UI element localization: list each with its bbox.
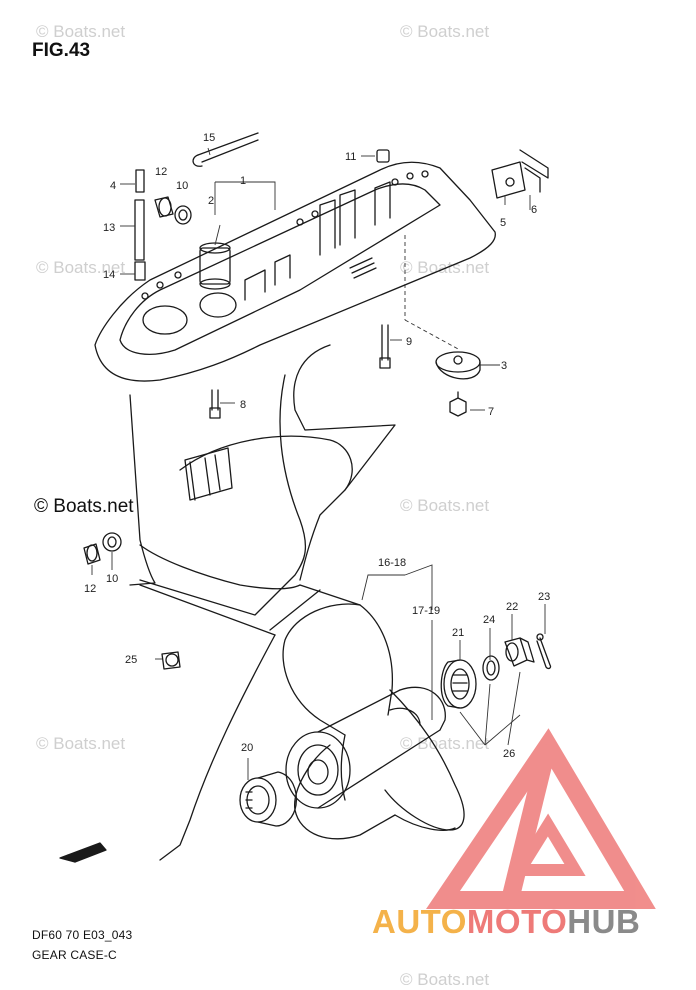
callout-10a: 10 (176, 180, 188, 192)
callout-9: 9 (406, 336, 412, 348)
part-12-plug-lower (83, 543, 101, 565)
callout-20: 20 (241, 742, 253, 754)
part-5-6-bracket (491, 149, 549, 199)
diagram-code: DF60 70 E03_043 (32, 928, 133, 942)
forward-arrow-icon (59, 842, 107, 863)
callout-13: 13 (103, 222, 115, 234)
propeller (282, 603, 465, 840)
callout-1: 1 (240, 175, 246, 187)
part-10-gasket-lower (102, 532, 122, 552)
part-9-bolt (379, 324, 391, 369)
autmotohub-logo-text: AUTOMOTOHUB (372, 903, 640, 941)
logo-part-moto: MOTO (466, 903, 568, 940)
callout-2: 2 (208, 195, 214, 207)
part-25-plug (161, 651, 181, 670)
part-12-plug-top (154, 196, 174, 218)
part-2-bushing (199, 242, 231, 290)
callout-3: 3 (501, 360, 507, 372)
diagram-title: GEAR CASE-C (32, 948, 117, 962)
watermark-3: © Boats.net (36, 258, 126, 277)
callout-4: 4 (110, 180, 116, 192)
gear-case-housing (94, 161, 496, 861)
callout-16-18: 16-18 (378, 557, 406, 569)
logo-part-auto: AUTO (372, 903, 467, 940)
callout-8: 8 (240, 399, 246, 411)
callout-26: 26 (503, 748, 515, 760)
callout-24: 24 (483, 614, 495, 626)
part-20-thrust-hub (239, 771, 298, 827)
watermark-5: © Boats.net (400, 496, 490, 515)
part-15-strap (192, 132, 259, 167)
watermark-2: © Boats.net (400, 22, 490, 41)
callout-5: 5 (500, 217, 506, 229)
callout-11: 11 (345, 151, 356, 163)
watermark-6: © Boats.net (36, 734, 126, 753)
callout-12b: 12 (84, 583, 96, 595)
callout-15: 15 (203, 132, 215, 144)
figure-title: FIG.43 (32, 40, 91, 61)
part-8-bolt (209, 389, 221, 419)
part-4-13-14-stud (134, 169, 146, 281)
part-11-dowel (376, 149, 390, 163)
part-24-washer (482, 655, 500, 681)
part-23-cotter-pin (536, 633, 552, 670)
part-21-spacer (440, 659, 477, 709)
callout-17-19: 17-19 (412, 605, 440, 617)
callout-22: 22 (506, 601, 518, 613)
autmotohub-logo-mark (426, 728, 656, 909)
callout-14: 14 (103, 269, 115, 281)
part-22-nut (504, 637, 535, 667)
callout-25: 25 (125, 654, 137, 666)
callout-23: 23 (538, 591, 550, 603)
watermark-7: © Boats.net (400, 734, 490, 753)
callout-10b: 10 (106, 573, 118, 585)
callout-21: 21 (452, 627, 464, 639)
callout-12a: 12 (155, 166, 167, 178)
watermark-strong: © Boats.net (34, 496, 134, 517)
callout-7: 7 (488, 406, 494, 418)
logo-part-hub: HUB (567, 903, 641, 940)
part-7-bolt (449, 391, 467, 417)
callout-6: 6 (531, 204, 537, 216)
part-10-gasket-top (174, 205, 192, 225)
watermark-8: © Boats.net (400, 970, 490, 989)
part-3-anode (435, 351, 481, 380)
watermark-4: © Boats.net (400, 258, 490, 277)
watermark-1: © Boats.net (36, 22, 126, 41)
